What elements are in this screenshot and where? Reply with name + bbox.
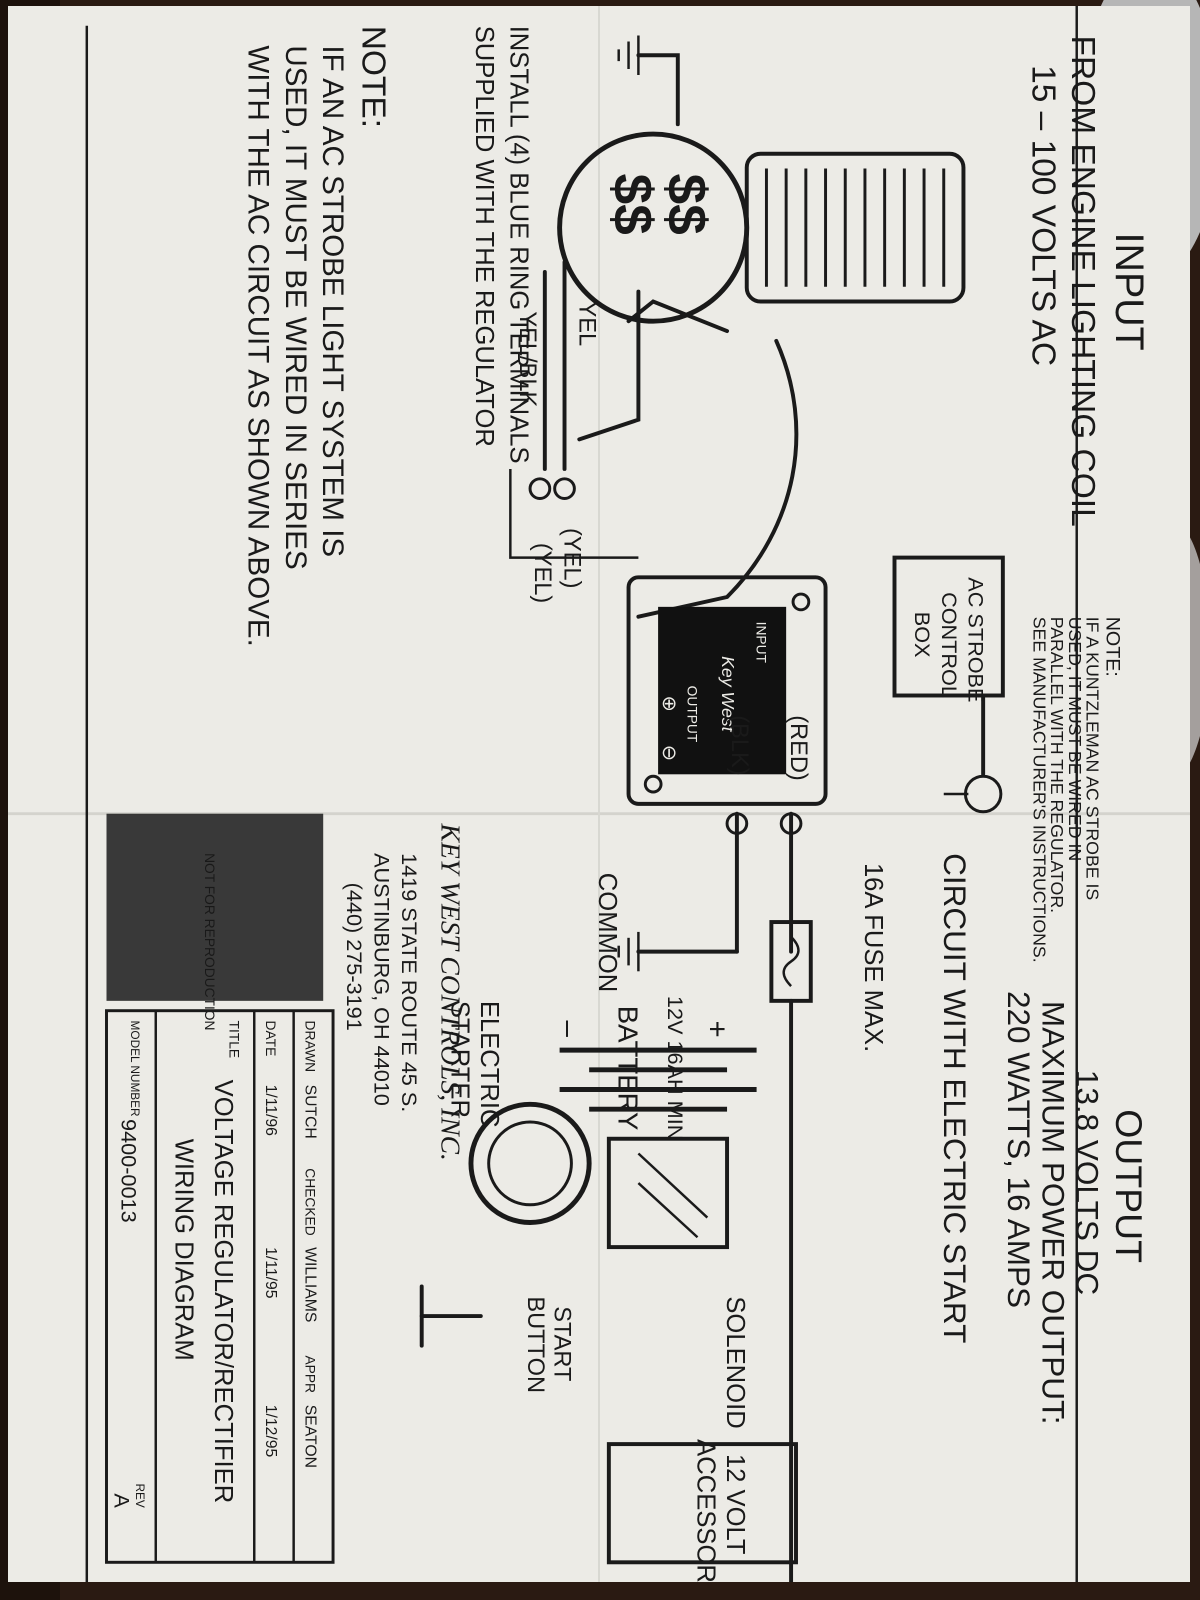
title-block: DRAWN SUTCH CHECKED WILLIAMS APPR SEATON… <box>105 813 335 1564</box>
battery-minus: – <box>553 1021 586 1038</box>
solenoid-label: SOLENOID <box>721 1296 749 1428</box>
wiring-diagram-sheet: INPUT FROM ENGINE LIGHTING COIL 15 – 100… <box>7 6 1190 1600</box>
title-line2: WIRING DIAGRAM <box>169 1139 197 1361</box>
solenoid <box>606 1136 730 1250</box>
svg-text:1/11/96: 1/11/96 <box>262 1085 279 1137</box>
reg-brand: Key West <box>718 656 738 733</box>
svg-text:MODEL NUMBER: MODEL NUMBER <box>128 1021 142 1117</box>
company-name: KEY WEST CONTROLS, INC. <box>435 823 466 1161</box>
svg-text:REV: REV <box>133 1484 147 1508</box>
ring-terminal-red <box>779 812 803 835</box>
svg-text:SUTCH: SUTCH <box>301 1085 318 1139</box>
output-line3: 220 WATTS, 16 AMPS <box>1001 991 1037 1308</box>
install-note-line1: INSTALL (4) BLUE RING TERMINALS <box>504 26 532 464</box>
strobe-light-icon <box>943 774 1003 814</box>
svg-text:1/11/95: 1/11/95 <box>262 1247 279 1299</box>
rev-value: A <box>109 1493 134 1508</box>
svg-text:BOX: BOX <box>910 612 935 658</box>
svg-text:USED, IT MUST BE WIRED IN: USED, IT MUST BE WIRED IN <box>1065 617 1085 861</box>
svg-text:DRAWN: DRAWN <box>302 1021 317 1073</box>
lighting-coil-stator: $$ $$ <box>557 131 750 324</box>
accessories-box <box>606 1442 798 1565</box>
reg-output-label: OUTPUT <box>685 686 700 743</box>
input-title: INPUT <box>1107 233 1151 351</box>
output-line1: 13.8 VOLTS DC <box>1070 1070 1106 1295</box>
ring-terminal-yel-2 <box>528 477 552 500</box>
start-button-line2: BUTTON <box>522 1296 548 1393</box>
output-line2: MAXIMUM POWER OUTPUT: <box>1035 1001 1071 1425</box>
voltage-regulator: INPUT OUTPUT Key West ⊕ ⊖ <box>626 575 828 806</box>
starter-line1: ELECTRIC <box>475 1001 503 1128</box>
starter-line2: STARTER <box>445 1001 473 1118</box>
red-label: (RED) <box>785 715 811 781</box>
svg-text:TITLE: TITLE <box>227 1021 242 1059</box>
bottom-note-line2: USED, IT MUST BE WIRED IN SERIES <box>279 45 312 569</box>
electric-starter <box>468 1101 592 1225</box>
svg-text:APPR: APPR <box>302 1355 317 1393</box>
ac-strobe-control-box: AC STROBE CONTROL BOX <box>892 555 1005 702</box>
yel-blk-label: YEL/BLK <box>514 311 540 407</box>
start-button <box>419 1284 483 1348</box>
model-number: 9400-0013 <box>116 1119 141 1223</box>
input-line1: FROM ENGINE LIGHTING COIL <box>1064 36 1101 527</box>
blk-label: (BLK) <box>726 715 752 775</box>
title-line1: VOLTAGE REGULATOR/RECTIFIER <box>209 1080 237 1504</box>
svg-text:CHECKED: CHECKED <box>302 1168 317 1235</box>
svg-text:1/12/95: 1/12/95 <box>262 1405 279 1458</box>
svg-text:$$: $$ <box>656 173 718 234</box>
svg-text:SEATON: SEATON <box>301 1405 318 1468</box>
fine-print-block <box>106 813 324 1001</box>
company-addr2: AUSTINBURG, OH 44010 <box>369 853 394 1106</box>
accessories-line2: ACCESSORIES <box>692 1439 720 1582</box>
svg-text:WILLIAMS: WILLIAMS <box>301 1247 318 1322</box>
company-addr1: 1419 STATE ROUTE 45 S. <box>397 853 422 1112</box>
common-label: COMMON <box>593 873 621 993</box>
svg-text:CONTROL: CONTROL <box>937 592 962 698</box>
bottom-note-line3: WITH THE AC CIRCUIT AS SHOWN ABOVE. <box>241 45 274 646</box>
ring-terminal-yel-1 <box>553 477 576 500</box>
svg-text:$$: $$ <box>602 173 664 234</box>
svg-text:AC STROBE: AC STROBE <box>963 577 988 702</box>
ring-terminal-blk <box>725 812 749 835</box>
reg-plus: ⊕ <box>658 696 680 713</box>
company-phone: (440) 275-3191 <box>342 883 367 1031</box>
ground-symbol-left <box>617 35 680 127</box>
svg-text:DATE: DATE <box>263 1021 278 1057</box>
input-line2: 15 – 100 VOLTS AC <box>1024 65 1061 366</box>
diagram-canvas: INPUT FROM ENGINE LIGHTING COIL 15 – 100… <box>7 6 1190 1600</box>
term-label-2: (YEL) <box>529 543 555 603</box>
install-note-line2: SUPPLIED WITH THE REGULATOR <box>470 26 498 447</box>
yel-label-1: YEL <box>573 302 599 347</box>
start-button-line1: START <box>549 1306 575 1381</box>
bottom-note-title: NOTE: <box>355 26 392 128</box>
output-title: OUTPUT <box>1108 1109 1150 1263</box>
fuse-label: 16A FUSE MAX. <box>859 863 887 1052</box>
circuit-title: CIRCUIT WITH ELECTRIC START <box>937 853 973 1343</box>
reg-input-label: INPUT <box>754 622 769 664</box>
svg-text:PARALLEL WITH THE REGULATOR.: PARALLEL WITH THE REGULATOR. <box>1047 617 1067 913</box>
strobe-note: NOTE: IF A KUNTZLEMAN AC STROBE IS USED,… <box>1029 617 1123 963</box>
battery-symbol <box>559 1047 757 1112</box>
battery-plus: + <box>700 1021 733 1038</box>
bottom-note-line1: IF AN AC STROBE LIGHT SYSTEM IS <box>316 45 349 557</box>
accessories-line1: 12 VOLT <box>721 1454 749 1555</box>
svg-text:SEE MANUFACTURER'S INSTRUCTION: SEE MANUFACTURER'S INSTRUCTIONS. <box>1029 617 1049 963</box>
svg-text:NOTE:: NOTE: <box>1101 617 1123 677</box>
reg-minus: ⊖ <box>658 745 680 762</box>
svg-text:IF A KUNTZLEMAN AC STROBE IS: IF A KUNTZLEMAN AC STROBE IS <box>1083 617 1103 901</box>
